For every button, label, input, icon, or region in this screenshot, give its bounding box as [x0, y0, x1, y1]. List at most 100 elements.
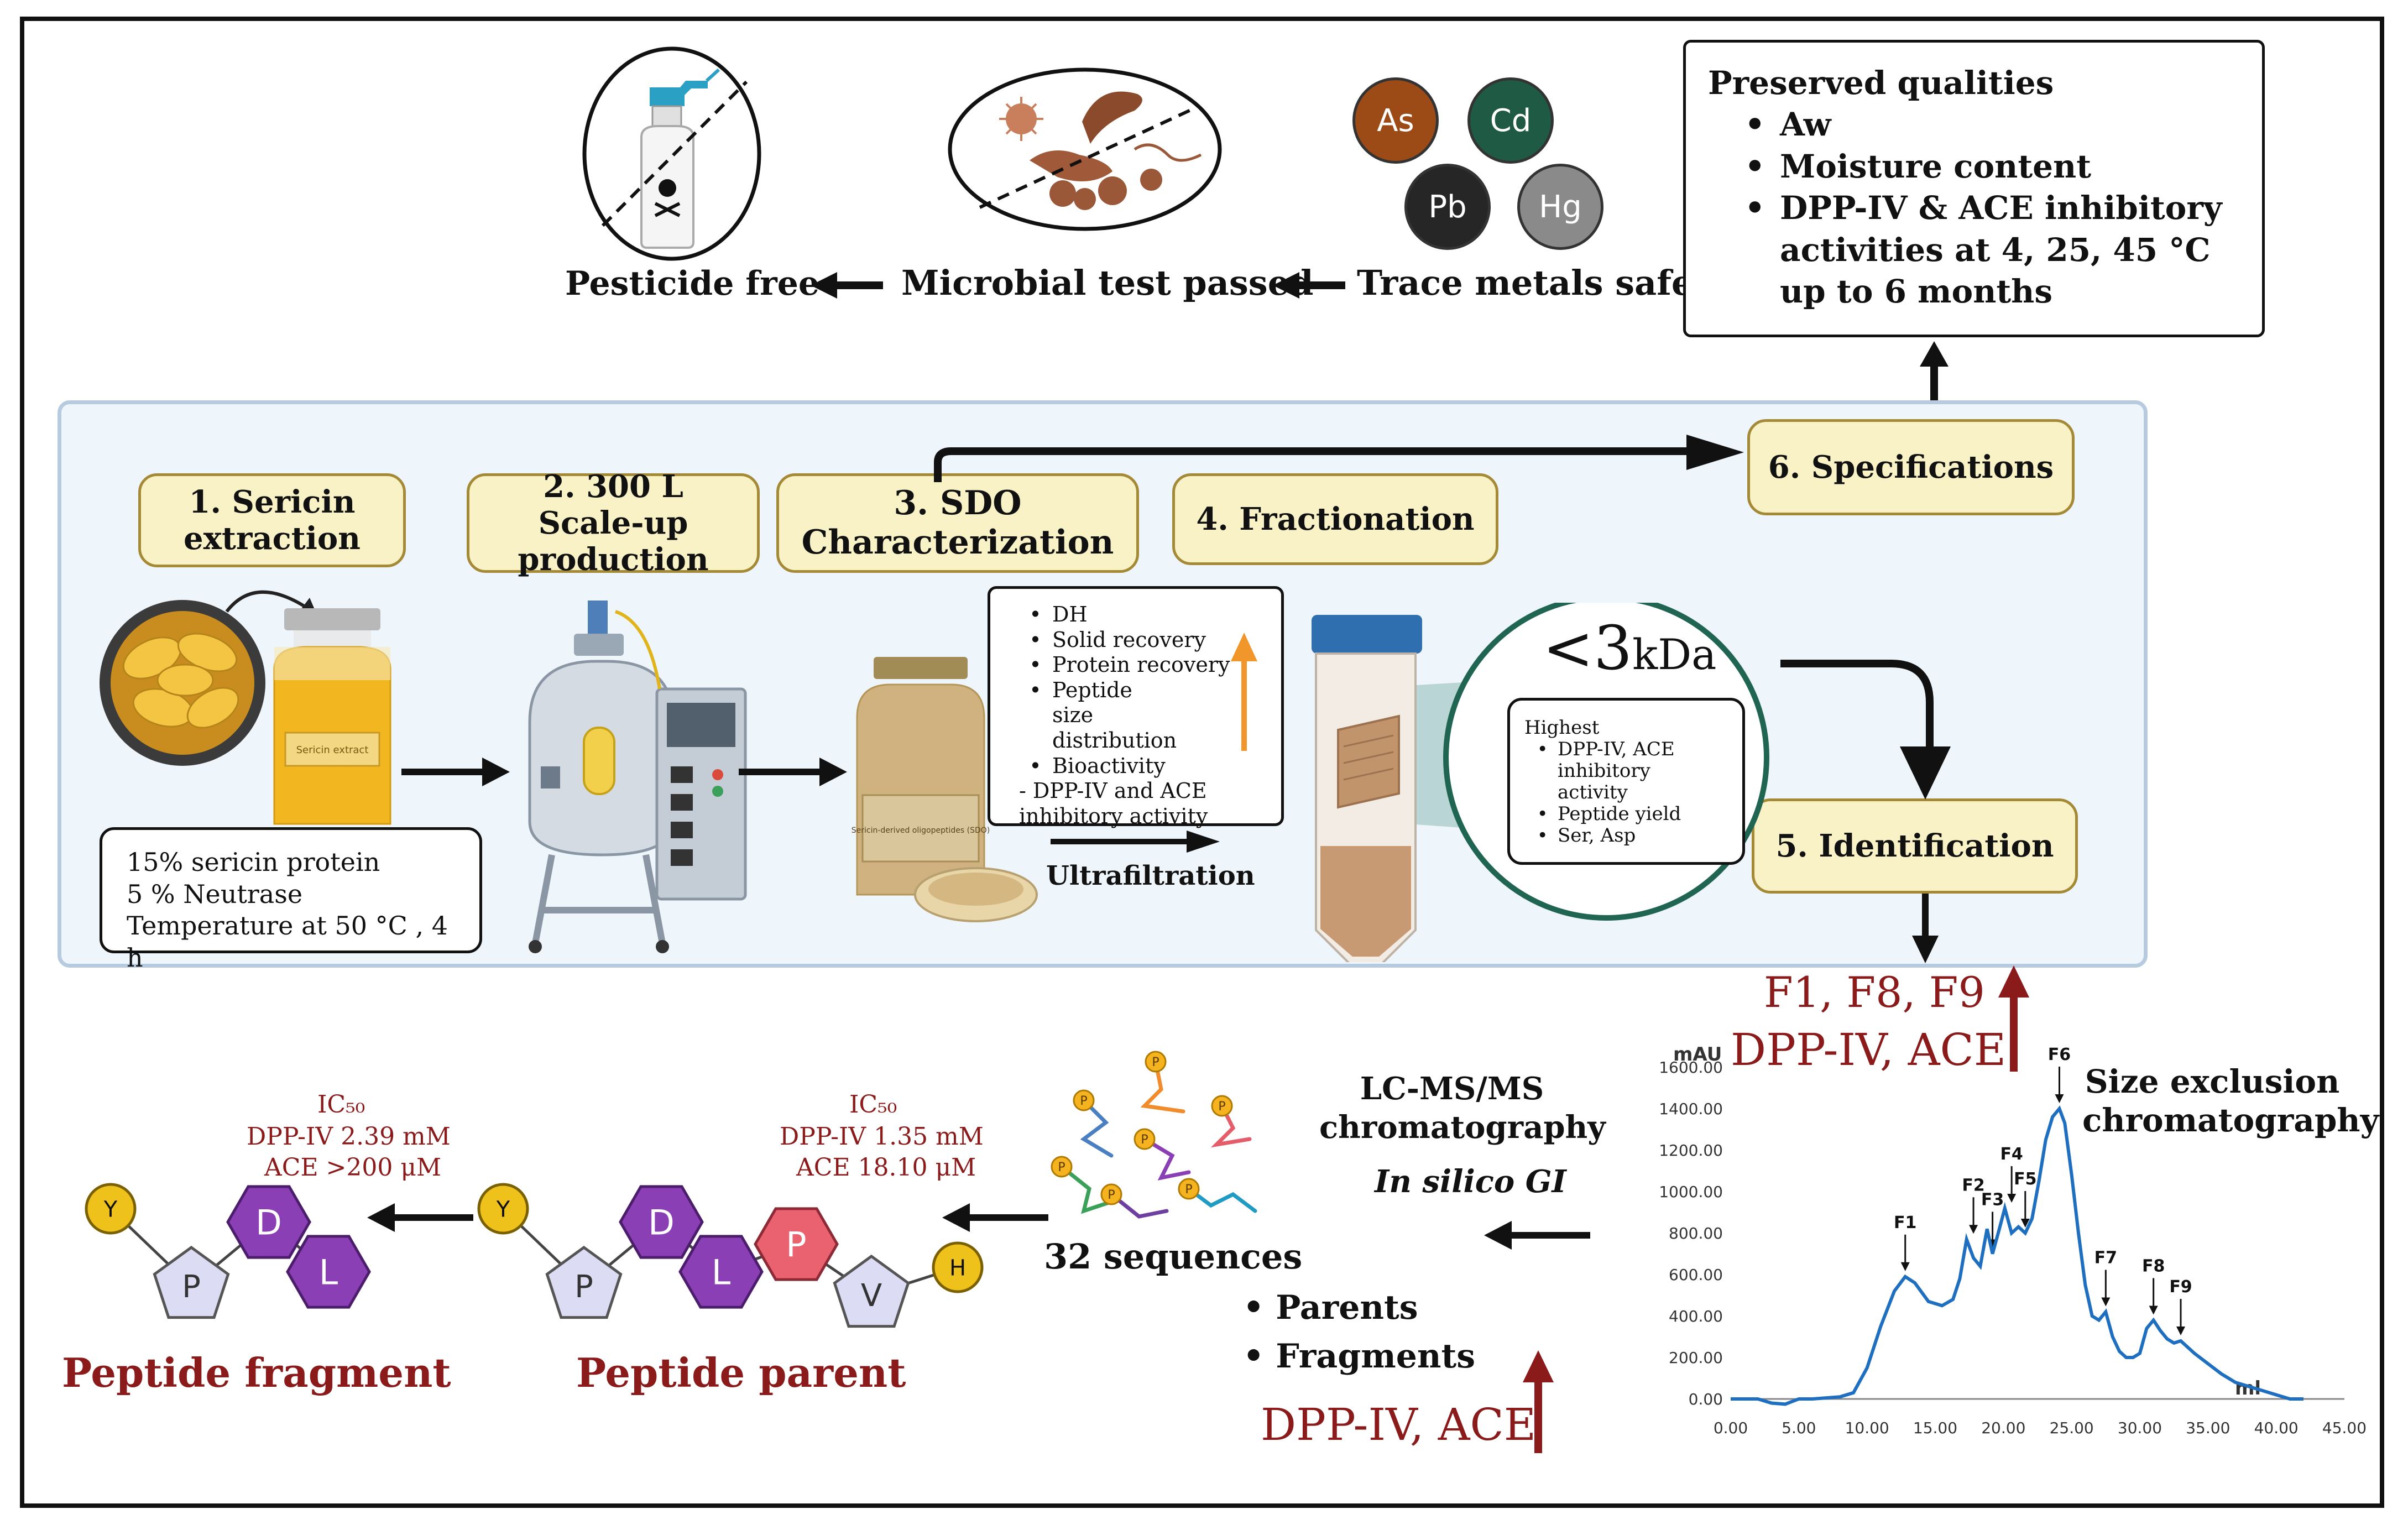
svg-text:P: P	[1108, 1188, 1115, 1202]
condition-item: Temperature at 50 °C , 4 h	[127, 911, 448, 973]
peak-label: F8	[2142, 1257, 2165, 1276]
peak-label: F5	[2014, 1169, 2036, 1189]
metal-as-badge: As	[1352, 77, 1439, 164]
residue-y: Y	[477, 1183, 529, 1235]
sericin-extract-jar: Sericin extract	[273, 608, 391, 825]
x-tick-label: 15.00	[1913, 1419, 1957, 1437]
residue-p: P	[153, 1245, 230, 1319]
phospho-marker: P	[1211, 1095, 1233, 1117]
increase-arrow-icon	[1231, 633, 1257, 751]
residue-y: Y	[85, 1183, 137, 1235]
preserved-item: Moisture content	[1744, 146, 2240, 188]
svg-text:P: P	[1218, 1100, 1225, 1114]
residue-h: H	[932, 1241, 984, 1293]
y-tick-label: 200.00	[1669, 1349, 1723, 1367]
svg-text:P: P	[1152, 1056, 1159, 1069]
highest-item: Ser, Asp	[1537, 825, 1731, 847]
cutoff-label: <3kDa	[1543, 613, 1716, 683]
arrow-to-identification	[1780, 660, 1951, 800]
peak-marker-f8: F8	[2142, 1257, 2165, 1315]
parent-ace-value: ACE 18.10 μM	[796, 1153, 976, 1182]
preserved-item: Aw	[1744, 104, 2240, 146]
increase-arrow-icon	[1998, 965, 2029, 1072]
peak-marker-f4: F4	[2000, 1145, 2023, 1203]
highest-item: Peptide yield	[1537, 803, 1731, 826]
characterization-subitem: - DPP-IV and ACE inhibitory activity	[1019, 779, 1208, 828]
peptide-strand	[1187, 1187, 1257, 1213]
microbial-test-label: Microbial test passed	[901, 263, 1314, 303]
peptide-strand	[1140, 1059, 1185, 1114]
residue-d: D	[226, 1185, 311, 1259]
step-sdo-characterization: 3. SDO Characterization	[776, 473, 1139, 573]
cocoon-bowl-image	[100, 600, 265, 766]
microbial-icon	[948, 67, 1222, 231]
residue-p: P	[754, 1207, 839, 1281]
metal-hg-badge: Hg	[1517, 164, 1603, 250]
characterization-item: Solid recovery	[1029, 628, 1270, 653]
preserved-item: DPP-IV & ACE inhibitory activities at 4,…	[1744, 187, 2240, 312]
lcms-label: LC-MS/MS chromatography	[1319, 1071, 1606, 1146]
x-tick-label: 5.00	[1782, 1419, 1816, 1437]
peak-label: F7	[2094, 1249, 2117, 1268]
svg-text:L: L	[319, 1252, 338, 1292]
peptide-strand	[1059, 1165, 1119, 1214]
fractions-label: F1, F8, F9	[1764, 968, 1985, 1017]
arrow-left-icon	[942, 1203, 1048, 1232]
characterization-item: Protein recovery	[1029, 652, 1270, 678]
x-tick-label: 10.00	[1845, 1419, 1889, 1437]
svg-text:Y: Y	[496, 1197, 510, 1222]
x-tick-label: 20.00	[1981, 1419, 2025, 1437]
svg-text:D: D	[255, 1202, 282, 1242]
metal-pb-badge: Pb	[1404, 164, 1491, 250]
arrow-to-specifications	[934, 435, 1744, 482]
residue-l: L	[678, 1235, 764, 1309]
peptide-fragment-label: Peptide fragment	[62, 1349, 451, 1396]
x-tick-label: 45.00	[2322, 1419, 2367, 1437]
pesticide-free-label: Pesticide free	[565, 264, 820, 303]
residue-d: D	[619, 1185, 704, 1259]
y-tick-label: 0.00	[1689, 1390, 1723, 1408]
increase-arrow-icon	[1523, 1350, 1554, 1453]
svg-text:H: H	[949, 1255, 966, 1281]
step-scale-up-production: 2. 300 L Scale-up production	[467, 468, 760, 578]
cutoff-symbol: <3	[1543, 613, 1633, 683]
x-tick-label: 35.00	[2186, 1419, 2230, 1437]
x-tick-label: 40.00	[2254, 1419, 2299, 1437]
svg-text:P: P	[786, 1224, 806, 1265]
residue-p: P	[545, 1245, 623, 1319]
peak-marker-f2: F2	[1962, 1176, 1985, 1234]
peak-label: F2	[1962, 1176, 1984, 1195]
arrow-left-icon	[811, 272, 883, 299]
peak-marker-f6: F6	[2048, 1045, 2071, 1103]
step-specifications: 6. Specifications	[1747, 419, 2075, 515]
preserved-qualities-box: Preserved qualities Aw Moisture content …	[1683, 40, 2265, 337]
ultrafiltration-label: Ultrafiltration	[1046, 860, 1255, 891]
condition-item: 5 % Neutrase	[127, 879, 303, 909]
svg-text:P: P	[1141, 1133, 1148, 1147]
step-fractionation: 4. Fractionation	[1172, 473, 1498, 565]
powder-jar-label: Sericin-derived oligopeptides (SDO)	[852, 826, 990, 835]
phospho-marker: P	[1178, 1178, 1200, 1200]
activity-label: DPP-IV, ACE	[1731, 1024, 2007, 1075]
peak-label: F1	[1894, 1213, 1916, 1233]
peptide-strand	[1080, 1098, 1114, 1158]
arrow-right-icon	[401, 758, 510, 786]
x-tick-label: 30.00	[2118, 1419, 2162, 1437]
jar-label: Sericin extract	[296, 744, 369, 756]
svg-text:Y: Y	[103, 1197, 118, 1222]
y-axis-unit: mAU	[1673, 1045, 1722, 1066]
peak-marker-f3: F3	[1981, 1190, 2004, 1249]
peak-marker-f1: F1	[1894, 1213, 1916, 1271]
step-sericin-extraction: 1. Sericin extraction	[138, 473, 406, 567]
peak-label: F3	[1981, 1190, 2004, 1210]
fragments-label: • Fragments	[1243, 1337, 1476, 1376]
arrow-left-icon	[1273, 272, 1345, 299]
bottom-activity-label: DPP-IV, ACE	[1261, 1399, 1537, 1450]
sdo-powder-jar: Sericin-derived oligopeptides (SDO)	[852, 657, 1038, 922]
condition-item: 15% sericin protein	[127, 847, 380, 877]
peak-label: F6	[2048, 1045, 2071, 1064]
arrow-right-icon	[1051, 831, 1220, 853]
